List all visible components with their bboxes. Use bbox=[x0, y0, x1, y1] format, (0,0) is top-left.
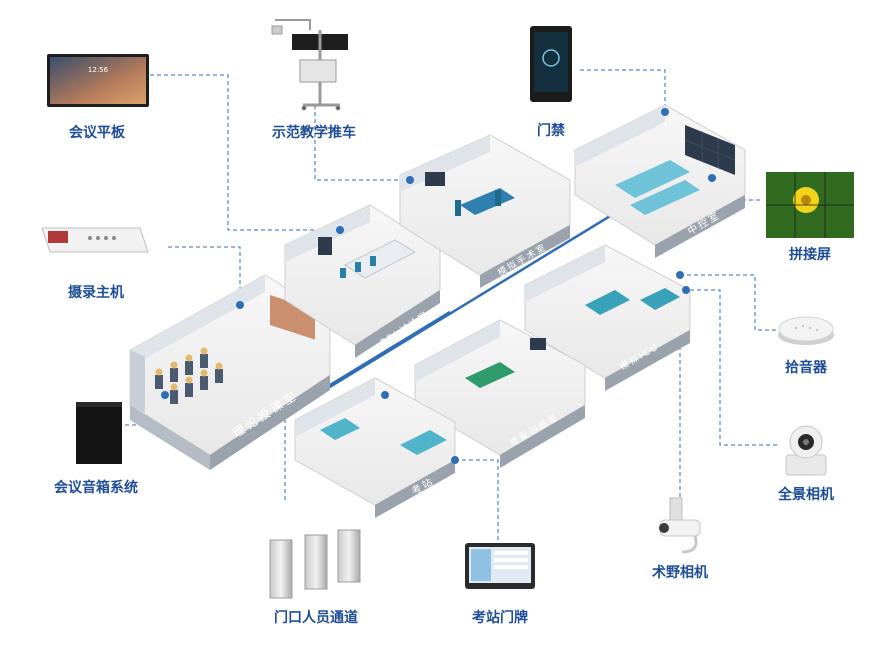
audio-pickup-icon bbox=[778, 316, 834, 345]
label-audio-pickup: 拾音器 bbox=[785, 360, 827, 376]
tablet-clock: 12:56 bbox=[88, 66, 109, 74]
room-theory bbox=[129, 274, 331, 470]
label-teaching-cart: 示范教学推车 bbox=[272, 125, 356, 141]
line-cart bbox=[314, 105, 410, 181]
theory-sensor-dot bbox=[161, 391, 169, 399]
speaker-system-icon bbox=[76, 402, 122, 464]
access-control-icon bbox=[530, 26, 572, 102]
room-control bbox=[574, 104, 746, 258]
label-access-control: 门禁 bbox=[537, 123, 565, 139]
label-gate-channel: 门口人员通道 bbox=[274, 610, 358, 626]
panoramic-camera-icon bbox=[785, 425, 827, 476]
room-exam bbox=[294, 377, 459, 518]
line-access bbox=[580, 69, 666, 108]
teaching-cart-icon bbox=[271, 19, 348, 111]
room-pbl bbox=[284, 204, 441, 358]
video-wall-icon bbox=[766, 172, 854, 238]
gate-channel-icon bbox=[269, 529, 361, 599]
room-icu bbox=[524, 244, 691, 391]
conference-tablet-icon: 12:56 bbox=[47, 54, 149, 107]
theory-recorder-dot bbox=[236, 301, 244, 309]
label-video-wall: 拼接屏 bbox=[789, 247, 831, 263]
label-speaker-system: 会议音箱系统 bbox=[54, 480, 138, 496]
room-skills bbox=[414, 319, 586, 468]
surgical-camera-icon bbox=[659, 497, 701, 554]
line-doorplate bbox=[455, 459, 499, 540]
room-surgery bbox=[399, 134, 571, 288]
recording-host-icon bbox=[41, 227, 149, 253]
label-panoramic-camera: 全景相机 bbox=[778, 487, 834, 503]
line-tablet bbox=[150, 74, 340, 231]
station-doorplate-icon bbox=[465, 543, 535, 589]
label-station-doorplate: 考站门牌 bbox=[472, 610, 528, 626]
line-pickup bbox=[680, 274, 790, 331]
label-conference-tablet: 会议平板 bbox=[69, 125, 125, 141]
label-surgical-camera: 术野相机 bbox=[652, 565, 708, 581]
label-recording-host: 摄录主机 bbox=[68, 285, 124, 301]
line-recorder bbox=[168, 246, 241, 300]
line-panocam bbox=[690, 289, 780, 446]
